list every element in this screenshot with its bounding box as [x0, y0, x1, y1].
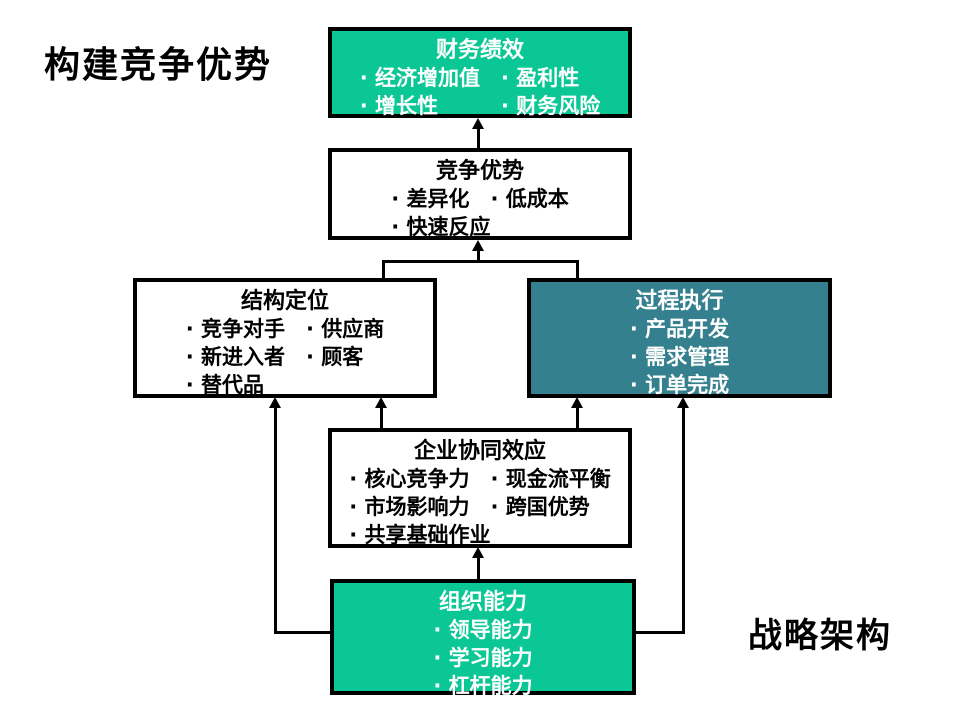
box-line: · 新进入者 · 顾客 — [185, 345, 364, 369]
arrow-up-icon — [375, 397, 387, 408]
box-lines: · 核心竞争力 · 现金流平衡 · 市场影响力 · 跨国优势 · 共享基础作业 — [332, 465, 628, 549]
arrow-up-icon — [472, 118, 484, 129]
connector-synergy-to-process — [576, 408, 579, 428]
box-enterprise-synergy: 企业协同效应 · 核心竞争力 · 现金流平衡 · 市场影响力 · 跨国优势 · … — [328, 428, 632, 548]
box-line: · 产品开发 — [629, 317, 730, 341]
connector-advantage-to-financial — [477, 129, 480, 148]
connector-org-left-horizontal — [274, 631, 332, 634]
box-lines: · 产品开发 · 需求管理 · 订单完成 — [531, 315, 828, 399]
box-title: 组织能力 — [438, 590, 527, 615]
arrow-up-icon — [677, 397, 689, 408]
box-organizational-capability: 组织能力 · 领导能力 · 学习能力 · 杠杆能力 — [330, 579, 636, 698]
box-line: · 经济增加值 · 盈利性 — [359, 66, 580, 90]
box-financial-performance: 财务绩效 · 经济增加值 · 盈利性 · 增长性 · 财务风险 — [328, 27, 632, 118]
arrow-up-icon — [269, 397, 281, 408]
box-line: · 核心竞争力 · 现金流平衡 — [349, 467, 611, 491]
arrow-up-icon — [472, 240, 484, 251]
box-lines: · 差异化 · 低成本 · 快速反应 — [332, 185, 628, 241]
box-lines: · 经济增加值 · 盈利性 · 增长性 · 财务风险 — [332, 64, 628, 120]
box-line: · 杠杆能力 — [433, 674, 533, 698]
connector-bus-horizontal — [382, 260, 579, 263]
connector-org-to-process — [682, 408, 685, 634]
connector-bus-right-drop — [576, 262, 579, 279]
box-line: · 学习能力 — [433, 646, 533, 670]
box-line: · 市场影响力 · 跨国优势 — [349, 495, 590, 519]
box-competitive-advantage: 竞争优势 · 差异化 · 低成本 · 快速反应 — [328, 148, 632, 240]
box-title: 结构定位 — [240, 289, 329, 314]
page-title: 构建竞争优势 — [44, 45, 273, 86]
arrow-up-icon — [472, 547, 484, 558]
connector-org-to-structure — [274, 408, 277, 634]
box-line: · 差异化 · 低成本 — [391, 187, 569, 211]
arrow-up-icon — [571, 397, 583, 408]
connector-bus-to-advantage — [477, 251, 480, 261]
box-lines: · 领导能力 · 学习能力 · 杠杆能力 — [334, 616, 632, 700]
connector-org-to-synergy — [477, 558, 480, 579]
box-lines: · 竞争对手 · 供应商 · 新进入者 · 顾客 · 替代品 — [137, 315, 433, 399]
connector-synergy-to-structure — [380, 408, 383, 428]
connector-bus-left-drop — [382, 262, 385, 279]
box-line: · 共享基础作业 — [349, 523, 491, 547]
box-title: 竞争优势 — [435, 159, 524, 184]
footer-label: 战略架构 — [748, 616, 892, 656]
box-title: 过程执行 — [635, 289, 724, 314]
box-line: · 领导能力 — [433, 618, 533, 642]
box-line: · 替代品 — [185, 373, 264, 397]
box-structural-positioning: 结构定位 · 竞争对手 · 供应商 · 新进入者 · 顾客 · 替代品 — [133, 278, 437, 398]
box-line: · 需求管理 — [629, 345, 730, 369]
box-line: · 竞争对手 · 供应商 — [185, 317, 385, 341]
connector-org-right-horizontal — [634, 631, 685, 634]
box-line: · 增长性 · 财务风险 — [359, 94, 601, 118]
box-line: · 订单完成 — [629, 373, 730, 397]
box-title: 财务绩效 — [435, 38, 524, 63]
box-line: · 快速反应 — [391, 215, 491, 239]
box-process-execution: 过程执行 · 产品开发 · 需求管理 · 订单完成 — [527, 278, 832, 398]
box-title: 企业协同效应 — [413, 439, 546, 464]
